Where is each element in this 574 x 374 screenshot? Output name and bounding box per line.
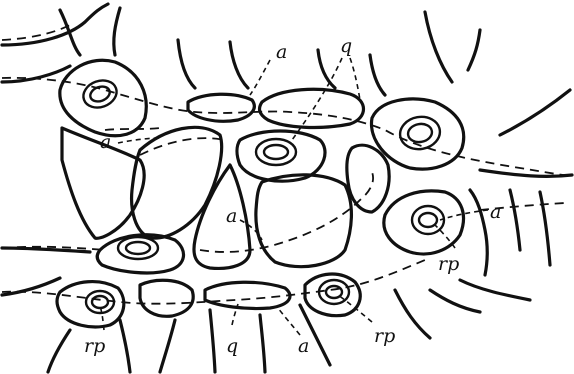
label-q-top: q [340,35,352,57]
cell-outlines [57,60,464,327]
label-a-right: a [490,201,501,223]
label-rp-right: rp [438,253,459,275]
cell-bottom-3 [205,282,290,308]
ring-pit-right-top [398,114,443,152]
cell-upper-left [60,60,146,135]
label-q-bottom: q [226,335,238,357]
label-rp-bottom-right: rp [374,325,395,347]
label-a-left: a [100,131,111,153]
ring-pit-bottom-right [319,280,349,304]
ring-pit-right-rp [412,206,444,234]
cell-wedge [194,165,250,268]
cell-bottom-2 [140,280,193,316]
label-a-bottom: a [298,335,309,357]
ring-pit-lower-left [118,237,158,259]
cell-top-center-b [260,89,364,127]
label-a-top: a [276,41,287,63]
ring-pit-bottom-left [86,291,114,313]
cell-top-center-a [188,94,254,121]
cell-right-mid [347,145,389,212]
cell-center-large [256,175,352,267]
label-rp-bottom-left: rp [84,335,105,357]
ring-pit-center [256,139,296,165]
ring-pit-upper-left [80,76,121,112]
label-a-center: a [226,205,237,227]
